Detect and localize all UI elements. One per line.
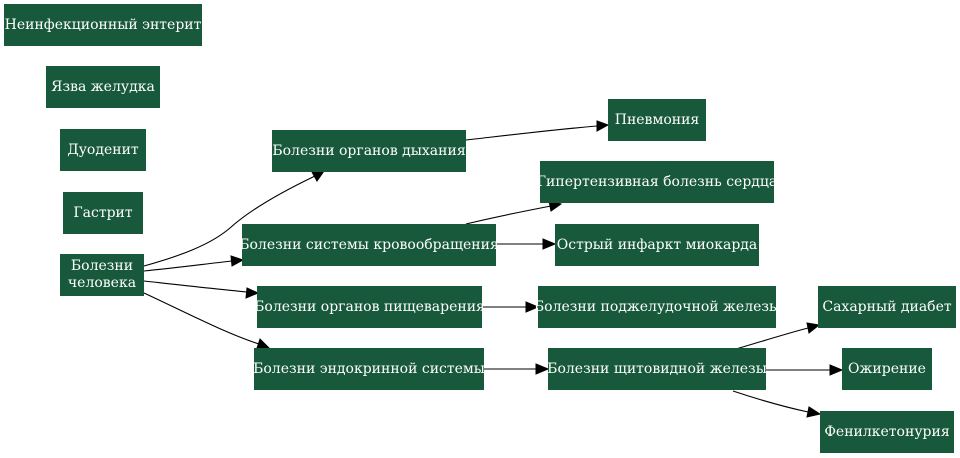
node-thyroid-label: Болезни щитовидной железы — [547, 360, 767, 377]
node-human-diseases-label-line1: Болезни — [70, 258, 134, 274]
node-pku[interactable]: Фенилкетонурия — [820, 411, 954, 453]
edge-human-to-circulatory — [143, 260, 233, 272]
arrowhead-pku — [806, 406, 822, 418]
edge-thyroid-to-diabetes — [735, 327, 809, 350]
node-obesity[interactable]: Ожирение — [842, 348, 932, 390]
arrowhead-infarction — [542, 238, 557, 250]
node-respiratory-label: Болезни органов дыхания — [272, 142, 466, 159]
node-human-diseases-label-line2: человека — [67, 275, 137, 291]
edge-human-to-respiratory — [143, 175, 316, 267]
arrowhead-endocrine — [256, 338, 271, 349]
arrowhead-thyroid — [535, 363, 550, 375]
edge-respiratory-to-pneumonia — [465, 125, 598, 141]
node-digestive-label: Болезни органов пищеварения — [254, 298, 485, 315]
node-diabetes[interactable]: Сахарный диабет — [818, 286, 956, 328]
node-duodenitis[interactable]: Дуоденит — [60, 129, 146, 171]
arrowhead-pneumonia — [596, 120, 610, 132]
node-enteritis-label: Неинфекционный энтерит — [4, 16, 202, 33]
node-infarction-label: Острый инфаркт миокарда — [556, 236, 758, 253]
node-ulcer-label: Язва желудка — [51, 78, 155, 95]
arrowhead-digestive — [245, 287, 260, 299]
node-duodenitis-label: Дуоденит — [67, 141, 139, 158]
arrowhead-obesity — [829, 364, 844, 376]
arrowhead-circulatory — [230, 255, 245, 267]
node-enteritis[interactable]: Неинфекционный энтерит — [4, 4, 202, 46]
node-pancreas-label: Болезни поджелудочной железы — [533, 298, 781, 315]
node-ulcer[interactable]: Язва желудка — [46, 66, 160, 108]
node-gastritis-label: Гастрит — [73, 204, 133, 221]
node-hypertensive[interactable]: Гипертензивная болезнь сердца — [536, 161, 778, 203]
node-pneumonia-label: Пневмония — [614, 111, 700, 128]
edge-thyroid-to-pku — [732, 390, 809, 413]
node-digestive[interactable]: Болезни органов пищеварения — [254, 286, 485, 328]
edge-circulatory-to-hypertensive — [465, 205, 552, 225]
edge-human-to-digestive — [143, 280, 248, 293]
node-respiratory[interactable]: Болезни органов дыхания — [272, 130, 466, 172]
node-hypertensive-label: Гипертензивная болезнь сердца — [536, 173, 778, 190]
node-infarction[interactable]: Острый инфаркт миокарда — [555, 224, 759, 266]
node-gastritis[interactable]: Гастрит — [63, 192, 143, 234]
node-thyroid[interactable]: Болезни щитовидной железы — [547, 348, 767, 390]
node-endocrine[interactable]: Болезни эндокринной системы — [253, 348, 485, 390]
node-pancreas[interactable]: Болезни поджелудочной железы — [534, 286, 780, 328]
node-human-diseases[interactable]: Болезни человека — [60, 254, 144, 296]
node-endocrine-label: Болезни эндокринной системы — [253, 360, 485, 377]
node-circulatory-label: Болезни системы кровообращения — [239, 236, 499, 253]
arrowhead-diabetes — [806, 322, 821, 334]
node-circulatory[interactable]: Болезни системы кровообращения — [239, 224, 499, 266]
arrowhead-respiratory — [311, 170, 326, 182]
node-pneumonia[interactable]: Пневмония — [608, 99, 706, 141]
node-pku-label: Фенилкетонурия — [824, 423, 950, 440]
edge-human-to-endocrine — [143, 292, 260, 345]
node-obesity-label: Ожирение — [848, 360, 926, 377]
node-diabetes-label: Сахарный диабет — [822, 298, 952, 315]
arrowhead-pancreas — [525, 301, 540, 313]
